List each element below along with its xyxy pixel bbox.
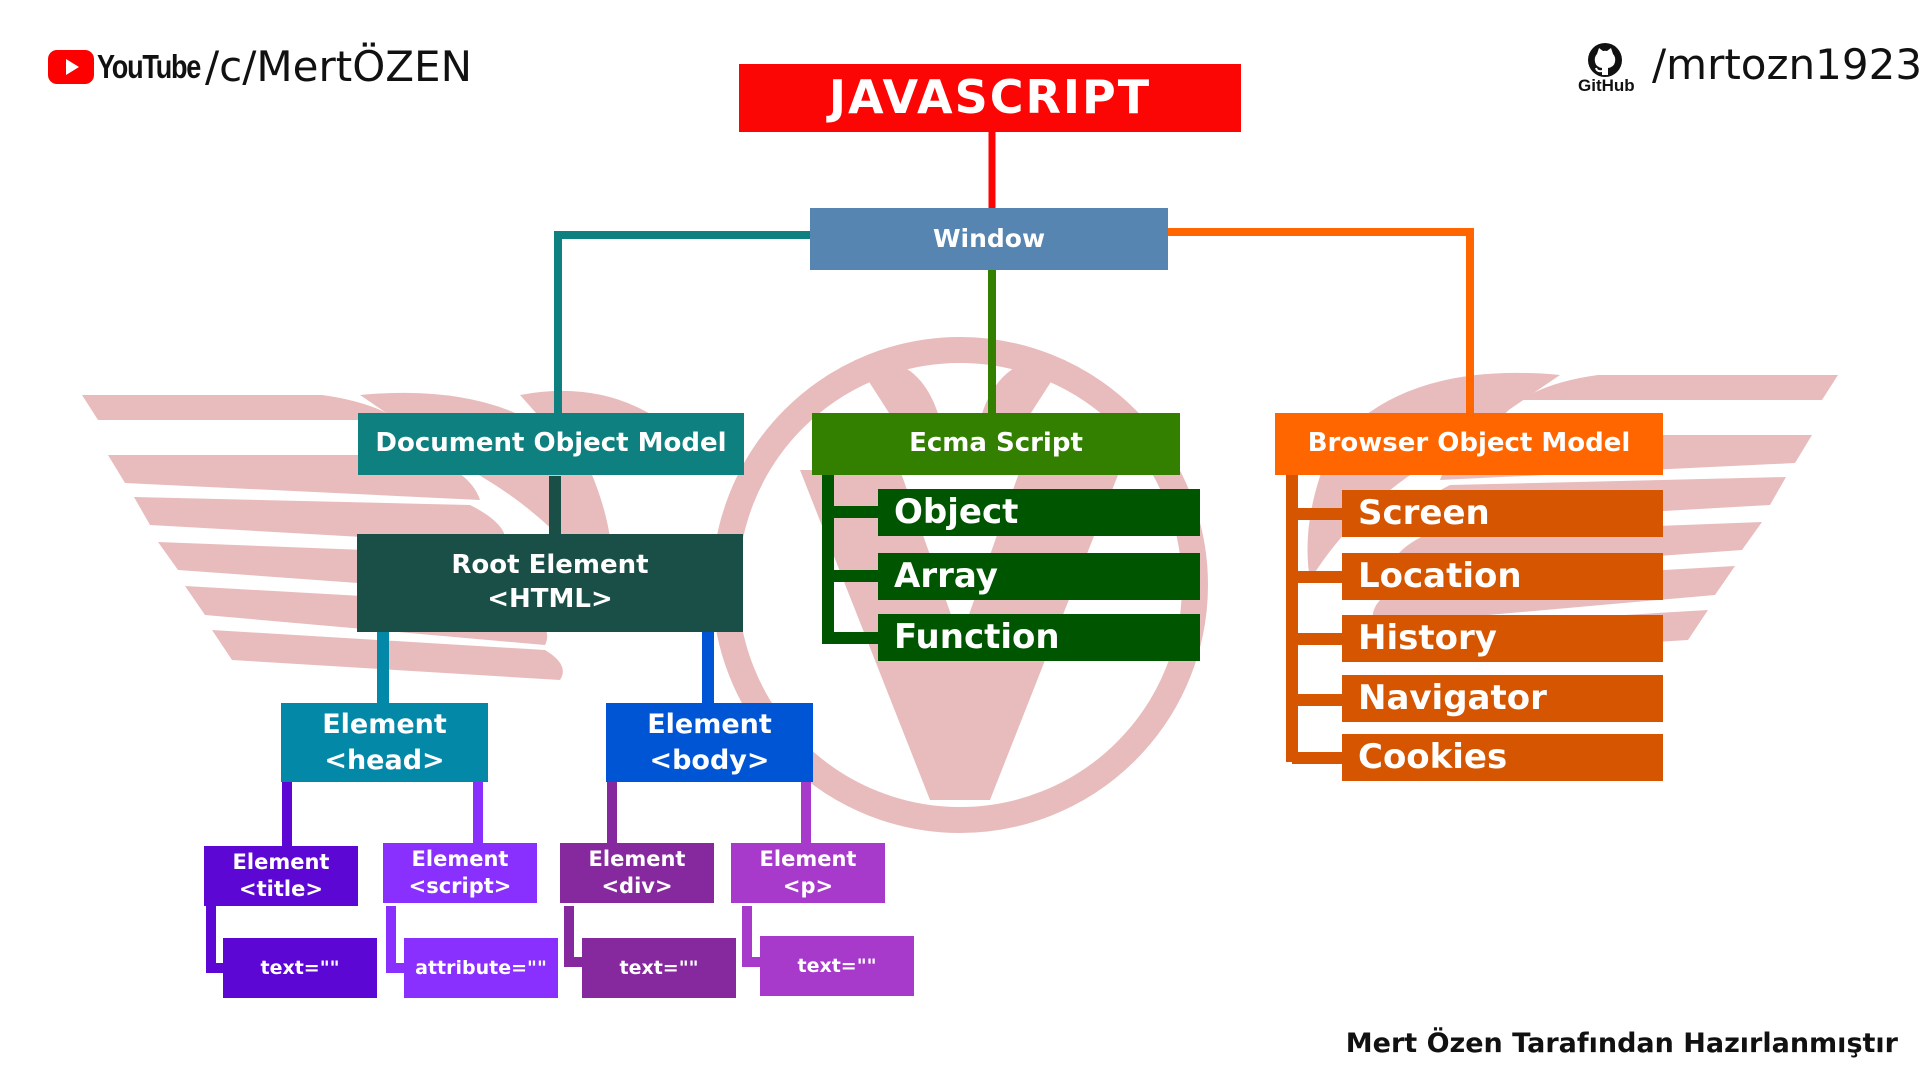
youtube-brand[interactable]: YouTube /c/MertÖZEN — [48, 42, 472, 91]
javascript-node[interactable]: JAVASCRIPT — [739, 64, 1241, 132]
title-text-node[interactable]: text="" — [223, 938, 377, 998]
bom-item-history[interactable]: History — [1342, 615, 1663, 662]
github-handle-link[interactable]: /mrtozn1923 — [1652, 40, 1920, 89]
youtube-play-icon — [48, 49, 94, 84]
github-logo-text: GitHub — [1578, 76, 1635, 95]
youtube-logo-text: YouTube — [97, 47, 201, 85]
bom-node[interactable]: Browser Object Model — [1275, 413, 1663, 475]
script-element-node[interactable]: Element <script> — [383, 843, 537, 903]
github-brand[interactable]: GitHub — [1575, 42, 1635, 98]
dom-node[interactable]: Document Object Model — [358, 413, 744, 475]
bom-item-screen[interactable]: Screen — [1342, 490, 1663, 537]
title-element-node[interactable]: Element <title> — [204, 846, 358, 906]
github-octocat-icon — [1588, 43, 1622, 77]
bom-item-navigator[interactable]: Navigator — [1342, 675, 1663, 722]
bom-item-location[interactable]: Location — [1342, 553, 1663, 600]
author-credit: Mert Özen Tarafından Hazırlanmıştır — [1345, 1028, 1898, 1059]
ecma-script-node[interactable]: Ecma Script — [812, 413, 1180, 475]
body-element-node[interactable]: Element <body> — [606, 703, 813, 782]
ecma-item-object[interactable]: Object — [878, 489, 1200, 536]
p-element-node[interactable]: Element <p> — [731, 843, 885, 903]
bom-item-cookies[interactable]: Cookies — [1342, 734, 1663, 781]
script-attribute-node[interactable]: attribute="" — [404, 938, 558, 998]
div-element-node[interactable]: Element <div> — [560, 843, 714, 903]
p-text-node[interactable]: text="" — [760, 936, 914, 996]
youtube-channel-link[interactable]: /c/MertÖZEN — [205, 42, 472, 91]
ecma-item-function[interactable]: Function — [878, 614, 1200, 661]
window-node[interactable]: Window — [810, 208, 1168, 270]
root-element-node[interactable]: Root Element <HTML> — [357, 534, 743, 632]
div-text-node[interactable]: text="" — [582, 938, 736, 998]
head-element-node[interactable]: Element <head> — [281, 703, 488, 782]
ecma-item-array[interactable]: Array — [878, 553, 1200, 600]
